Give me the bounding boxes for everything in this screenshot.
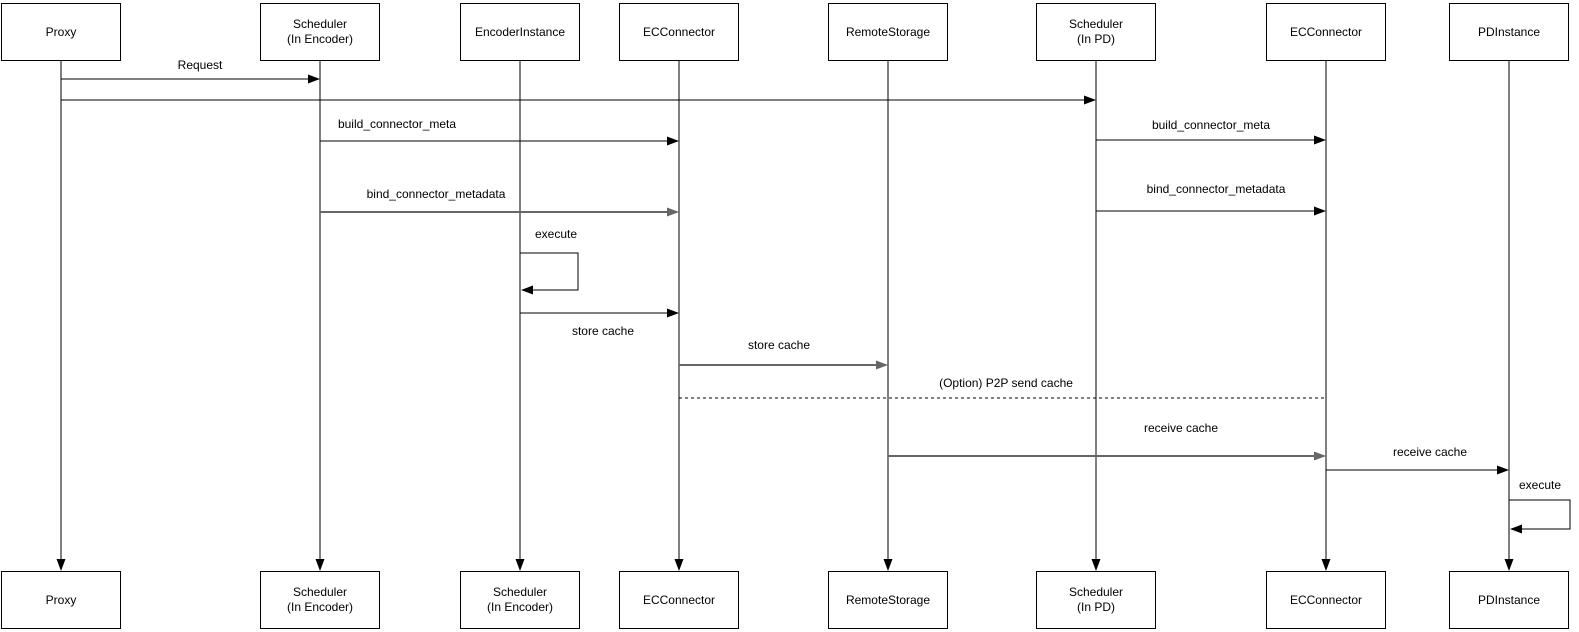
message-label-receive-cache: receive cache — [1143, 421, 1219, 435]
message-arrowhead-4 — [1314, 135, 1326, 145]
message-label-bind-connector-metadata: bind_connector_metadata — [366, 187, 506, 201]
actor-box-top-proxy: Proxy — [1, 3, 121, 61]
message-label-store-cache: store cache — [747, 338, 811, 352]
lifeline-arrowhead-pd-instance — [1504, 559, 1514, 571]
actor-box-top-ec-connector-2: ECConnector — [1266, 3, 1386, 61]
message-arrowhead-8 — [876, 360, 888, 370]
self-message-line-12 — [1509, 499, 1571, 530]
lifeline-arrowhead-proxy — [56, 559, 66, 571]
actor-box-top-encoder-instance: EncoderInstance — [460, 3, 580, 61]
self-message-arrowhead-6 — [521, 285, 533, 295]
actor-box-top-pd-instance: PDInstance — [1449, 3, 1569, 61]
lifeline-arrowhead-scheduler-encoder — [315, 559, 325, 571]
message-arrowhead-10 — [1314, 451, 1326, 461]
actor-box-bottom-ec-connector-2: ECConnector — [1266, 571, 1386, 629]
actor-box-bottom-ec-connector-1: ECConnector — [619, 571, 739, 629]
message-label--option-p2p-send-cache: (Option) P2P send cache — [939, 376, 1073, 390]
message-label-receive-cache: receive cache — [1392, 445, 1468, 459]
message-label-bind-connector-metadata: bind_connector_metadata — [1146, 182, 1286, 196]
message-label-execute: execute — [1518, 478, 1562, 492]
actor-box-bottom-remote-storage: RemoteStorage — [828, 571, 948, 629]
message-label-store-cache: store cache — [571, 324, 635, 338]
actor-box-top-scheduler-pd: Scheduler (In PD) — [1036, 3, 1156, 61]
lifeline-arrowhead-scheduler-pd — [1091, 559, 1101, 571]
lifeline-arrowhead-encoder-instance — [515, 559, 525, 571]
self-message-line-6 — [520, 252, 579, 291]
message-label-execute: execute — [534, 227, 578, 241]
actor-box-bottom-pd-instance: PDInstance — [1449, 571, 1569, 629]
message-arrowhead-1 — [1084, 95, 1096, 105]
message-label-request: Request — [177, 58, 223, 72]
actor-box-bottom-scheduler-pd: Scheduler (In PD) — [1036, 571, 1156, 629]
message-arrowhead-5 — [1314, 206, 1326, 216]
self-message-arrowhead-12 — [1510, 524, 1522, 534]
message-label-build-connector-meta: build_connector_meta — [1151, 118, 1271, 132]
lifeline-arrowhead-ec-connector-2 — [1321, 559, 1331, 571]
message-arrowhead-3 — [667, 207, 679, 217]
actor-box-bottom-encoder-instance: Scheduler (In Encoder) — [460, 571, 580, 629]
actor-box-bottom-proxy: Proxy — [1, 571, 121, 629]
message-arrowhead-2 — [667, 136, 679, 146]
lifeline-arrowhead-ec-connector-1 — [674, 559, 684, 571]
lifeline-arrowhead-remote-storage — [883, 559, 893, 571]
message-label-build-connector-meta: build_connector_meta — [337, 117, 457, 131]
actor-box-top-remote-storage: RemoteStorage — [828, 3, 948, 61]
actor-box-top-scheduler-encoder: Scheduler (In Encoder) — [260, 3, 380, 61]
message-arrowhead-7 — [667, 308, 679, 318]
actor-box-top-ec-connector-1: ECConnector — [619, 3, 739, 61]
actor-box-bottom-scheduler-encoder: Scheduler (In Encoder) — [260, 571, 380, 629]
message-arrowhead-0 — [308, 74, 320, 84]
message-arrowhead-11 — [1497, 465, 1509, 475]
